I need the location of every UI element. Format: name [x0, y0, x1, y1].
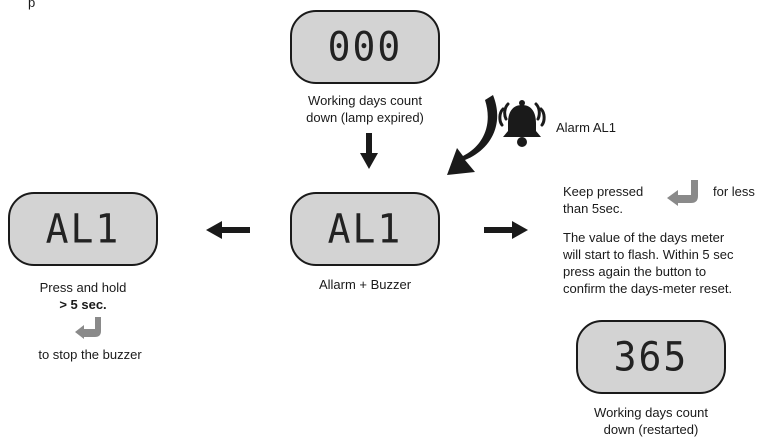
display-left-value: AL1	[45, 205, 121, 253]
arrow-down-icon	[360, 133, 378, 169]
caption-top: Working days count down (lamp expired)	[280, 92, 450, 126]
enter-key-icon	[667, 180, 698, 206]
display-right: 365	[576, 320, 726, 394]
arrow-right-icon	[484, 221, 528, 239]
caption-right-line2: down (restarted)	[603, 422, 699, 437]
caption-left-line2: > 5 sec.	[59, 297, 107, 312]
display-top: 000	[290, 10, 440, 84]
display-center-value: AL1	[327, 205, 403, 253]
enter-key-icon	[75, 317, 101, 339]
para-line3: press again the button to	[563, 264, 707, 279]
caption-top-line2: down (lamp expired)	[306, 110, 424, 125]
curved-arrow-icon	[447, 95, 498, 175]
keep-pressed-label: Keep pressed	[563, 184, 644, 199]
alarm-label: Alarm AL1	[556, 120, 616, 135]
than-label: than 5sec.	[563, 201, 623, 216]
caption-left-line3: to stop the buzzer	[38, 347, 142, 362]
caption-left-line1: Press and hold	[39, 280, 127, 295]
caption-left: Press and hold > 5 sec.	[0, 279, 166, 313]
display-center: AL1	[290, 192, 440, 266]
display-right-value: 365	[613, 333, 689, 381]
caption-top-line1: Working days count	[308, 93, 422, 108]
top-text-fragment: p	[28, 0, 36, 10]
display-left: AL1	[8, 192, 158, 266]
display-top-value: 000	[327, 23, 403, 71]
bell-icon	[498, 100, 546, 147]
para-line4: confirm the days-meter reset.	[563, 281, 733, 296]
para-line1: The value of the days meter	[563, 230, 725, 245]
arrow-left-icon	[206, 221, 250, 239]
caption-right: Working days count down (restarted)	[566, 404, 736, 438]
for-less-label: for less	[713, 184, 755, 199]
caption-right-line1: Working days count	[594, 405, 708, 420]
caption-center: Allarm + Buzzer	[318, 277, 412, 292]
instruction-paragraph: The value of the days meter will start t…	[563, 229, 734, 297]
para-line2: will start to flash. Within 5 sec	[563, 247, 734, 262]
